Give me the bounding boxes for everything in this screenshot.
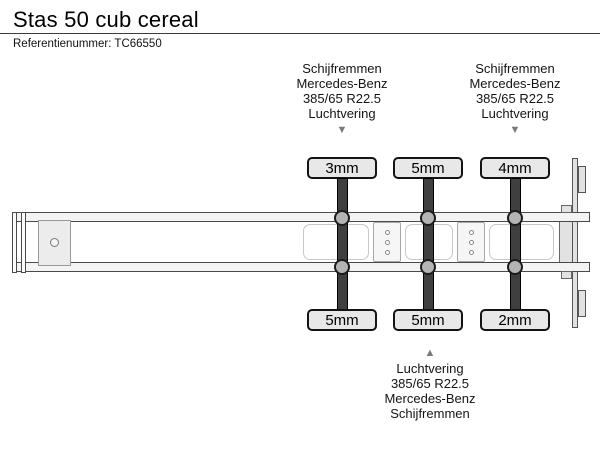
rear-bottom-plate <box>578 290 586 317</box>
annotation-line: 385/65 R22.5 <box>475 91 555 106</box>
front-end-cap-inner <box>21 212 26 273</box>
rivet-dot <box>385 240 390 245</box>
axle-bushing-bottom <box>420 259 436 275</box>
wear-badge-bottom: 5mm <box>307 309 377 331</box>
web-panel <box>489 224 554 260</box>
web-panel <box>303 224 369 260</box>
rear-post <box>572 158 578 328</box>
wear-badge-top: 4mm <box>480 157 550 179</box>
annotation-axle-3: Schijfremmen Mercedes-Benz 385/65 R22.5 … <box>425 61 600 136</box>
down-arrow-icon: ▼ <box>336 124 348 136</box>
annotation-line: Luchtvering <box>396 361 464 376</box>
annotation-axle-2: ▲ Luchtvering 385/65 R22.5 Mercedes-Benz… <box>340 347 520 421</box>
neck-pivot-hole <box>50 238 59 247</box>
axle-bushing-top <box>507 210 523 226</box>
axle-bushing-top <box>420 210 436 226</box>
wear-value: 5mm <box>325 311 359 329</box>
annotation-line: Mercedes-Benz <box>384 391 476 406</box>
rear-bottom-tab <box>561 271 572 279</box>
rivet-dot <box>469 250 474 255</box>
axle-group-2: 5mm 5mm <box>393 157 463 331</box>
wear-value: 3mm <box>325 159 359 177</box>
axle-shaft <box>422 178 434 310</box>
page-title: Stas 50 cub cereal <box>13 7 199 32</box>
annotation-axle-1: Schijfremmen Mercedes-Benz 385/65 R22.5 … <box>252 61 432 136</box>
axle-shaft <box>509 178 521 310</box>
annotation-line: Schijfremmen <box>390 406 470 421</box>
web-gusset <box>457 222 485 262</box>
axle-bushing-top <box>334 210 350 226</box>
front-end-cap-outer <box>12 212 17 273</box>
annotation-line: Luchtvering <box>308 106 376 121</box>
wear-value: 2mm <box>498 311 532 329</box>
reference-number: Referentienummer: TC66550 <box>13 38 162 50</box>
annotation-line: Mercedes-Benz <box>296 76 388 91</box>
wear-value: 5mm <box>411 311 445 329</box>
annotation-line: Schijfremmen <box>475 61 555 76</box>
rear-top-tab <box>561 205 572 213</box>
wear-value: 5mm <box>411 159 445 177</box>
annotation-line: 385/65 R22.5 <box>390 376 470 391</box>
axle-bushing-bottom <box>507 259 523 275</box>
annotation-line: Mercedes-Benz <box>469 76 561 91</box>
rear-top-plate <box>578 166 586 193</box>
rivet-dot <box>469 230 474 235</box>
axle-shaft <box>336 178 348 310</box>
annotation-line: Schijfremmen <box>302 61 382 76</box>
web-gusset <box>373 222 401 262</box>
wear-badge-top: 5mm <box>393 157 463 179</box>
axle-group-1: 3mm 5mm <box>307 157 377 331</box>
wear-value: 4mm <box>498 159 532 177</box>
annotation-line: 385/65 R22.5 <box>302 91 382 106</box>
axle-bushing-bottom <box>334 259 350 275</box>
wear-badge-bottom: 2mm <box>480 309 550 331</box>
down-arrow-icon: ▼ <box>509 124 521 136</box>
annotation-line: Luchtvering <box>481 106 549 121</box>
wear-badge-top: 3mm <box>307 157 377 179</box>
axle-group-3: 4mm 2mm <box>480 157 550 331</box>
title-divider <box>0 33 600 34</box>
rear-mid-block <box>559 221 573 263</box>
rivet-dot <box>385 250 390 255</box>
rivet-dot <box>385 230 390 235</box>
rivet-dot <box>469 240 474 245</box>
wear-badge-bottom: 5mm <box>393 309 463 331</box>
up-arrow-icon: ▲ <box>424 347 436 359</box>
